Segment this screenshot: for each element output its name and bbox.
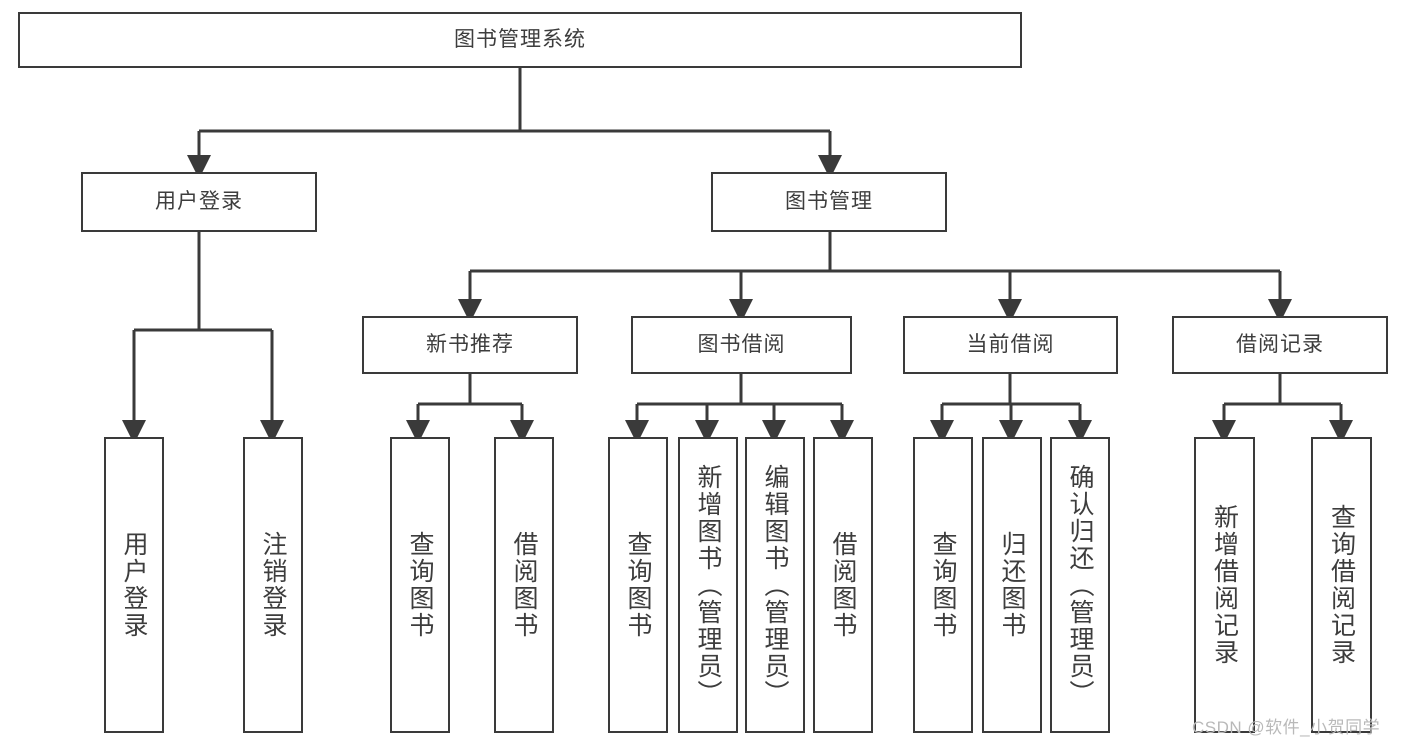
node-label: 查询图书 [406,531,434,639]
node-label: 借阅记录 [1236,333,1324,357]
node-label: 借阅图书 [829,531,857,639]
node-borrowing-record[interactable]: 借阅记录 [1172,316,1388,374]
leaf-user-login[interactable]: 用户登录 [104,437,164,733]
node-label: 注销登录 [259,531,287,639]
node-label: 查询借阅记录 [1327,504,1356,666]
leaf-return-book[interactable]: 归还图书 [982,437,1042,733]
node-book-management[interactable]: 图书管理 [711,172,947,232]
node-label: 查询图书 [624,531,652,639]
leaf-edit-book-admin[interactable]: 编辑图书（管理员） [745,437,805,733]
leaf-query-book-borrow[interactable]: 查询图书 [608,437,668,733]
node-label: 图书管理 [785,190,873,214]
node-label: 借阅图书 [510,531,538,639]
node-book-borrowing[interactable]: 图书借阅 [631,316,852,374]
leaf-borrow-book[interactable]: 借阅图书 [813,437,873,733]
node-label: 确认归还（管理员） [1066,463,1094,707]
node-label: 查询图书 [929,531,957,639]
leaf-query-book-recommend[interactable]: 查询图书 [390,437,450,733]
leaf-add-borrow-record[interactable]: 新增借阅记录 [1194,437,1255,733]
node-root-book-management-system[interactable]: 图书管理系统 [18,12,1022,68]
leaf-query-borrow-record[interactable]: 查询借阅记录 [1311,437,1372,733]
leaf-borrow-book-recommend[interactable]: 借阅图书 [494,437,554,733]
node-label: 图书管理系统 [454,28,586,52]
node-label: 新增借阅记录 [1210,504,1239,666]
node-label: 新书推荐 [426,333,514,357]
node-label: 归还图书 [998,531,1026,639]
node-label: 编辑图书（管理员） [761,463,789,707]
node-label: 用户登录 [155,190,243,214]
leaf-query-book-current[interactable]: 查询图书 [913,437,973,733]
node-current-borrowing[interactable]: 当前借阅 [903,316,1118,374]
node-user-login[interactable]: 用户登录 [81,172,317,232]
node-label: 图书借阅 [697,333,786,357]
node-label: 当前借阅 [966,333,1055,357]
node-new-book-recommendation[interactable]: 新书推荐 [362,316,578,374]
leaf-confirm-return-admin[interactable]: 确认归还（管理员） [1050,437,1110,733]
leaf-add-book-admin[interactable]: 新增图书（管理员） [678,437,738,733]
node-label: 用户登录 [120,531,148,639]
node-label: 新增图书（管理员） [694,463,722,707]
leaf-logout[interactable]: 注销登录 [243,437,303,733]
